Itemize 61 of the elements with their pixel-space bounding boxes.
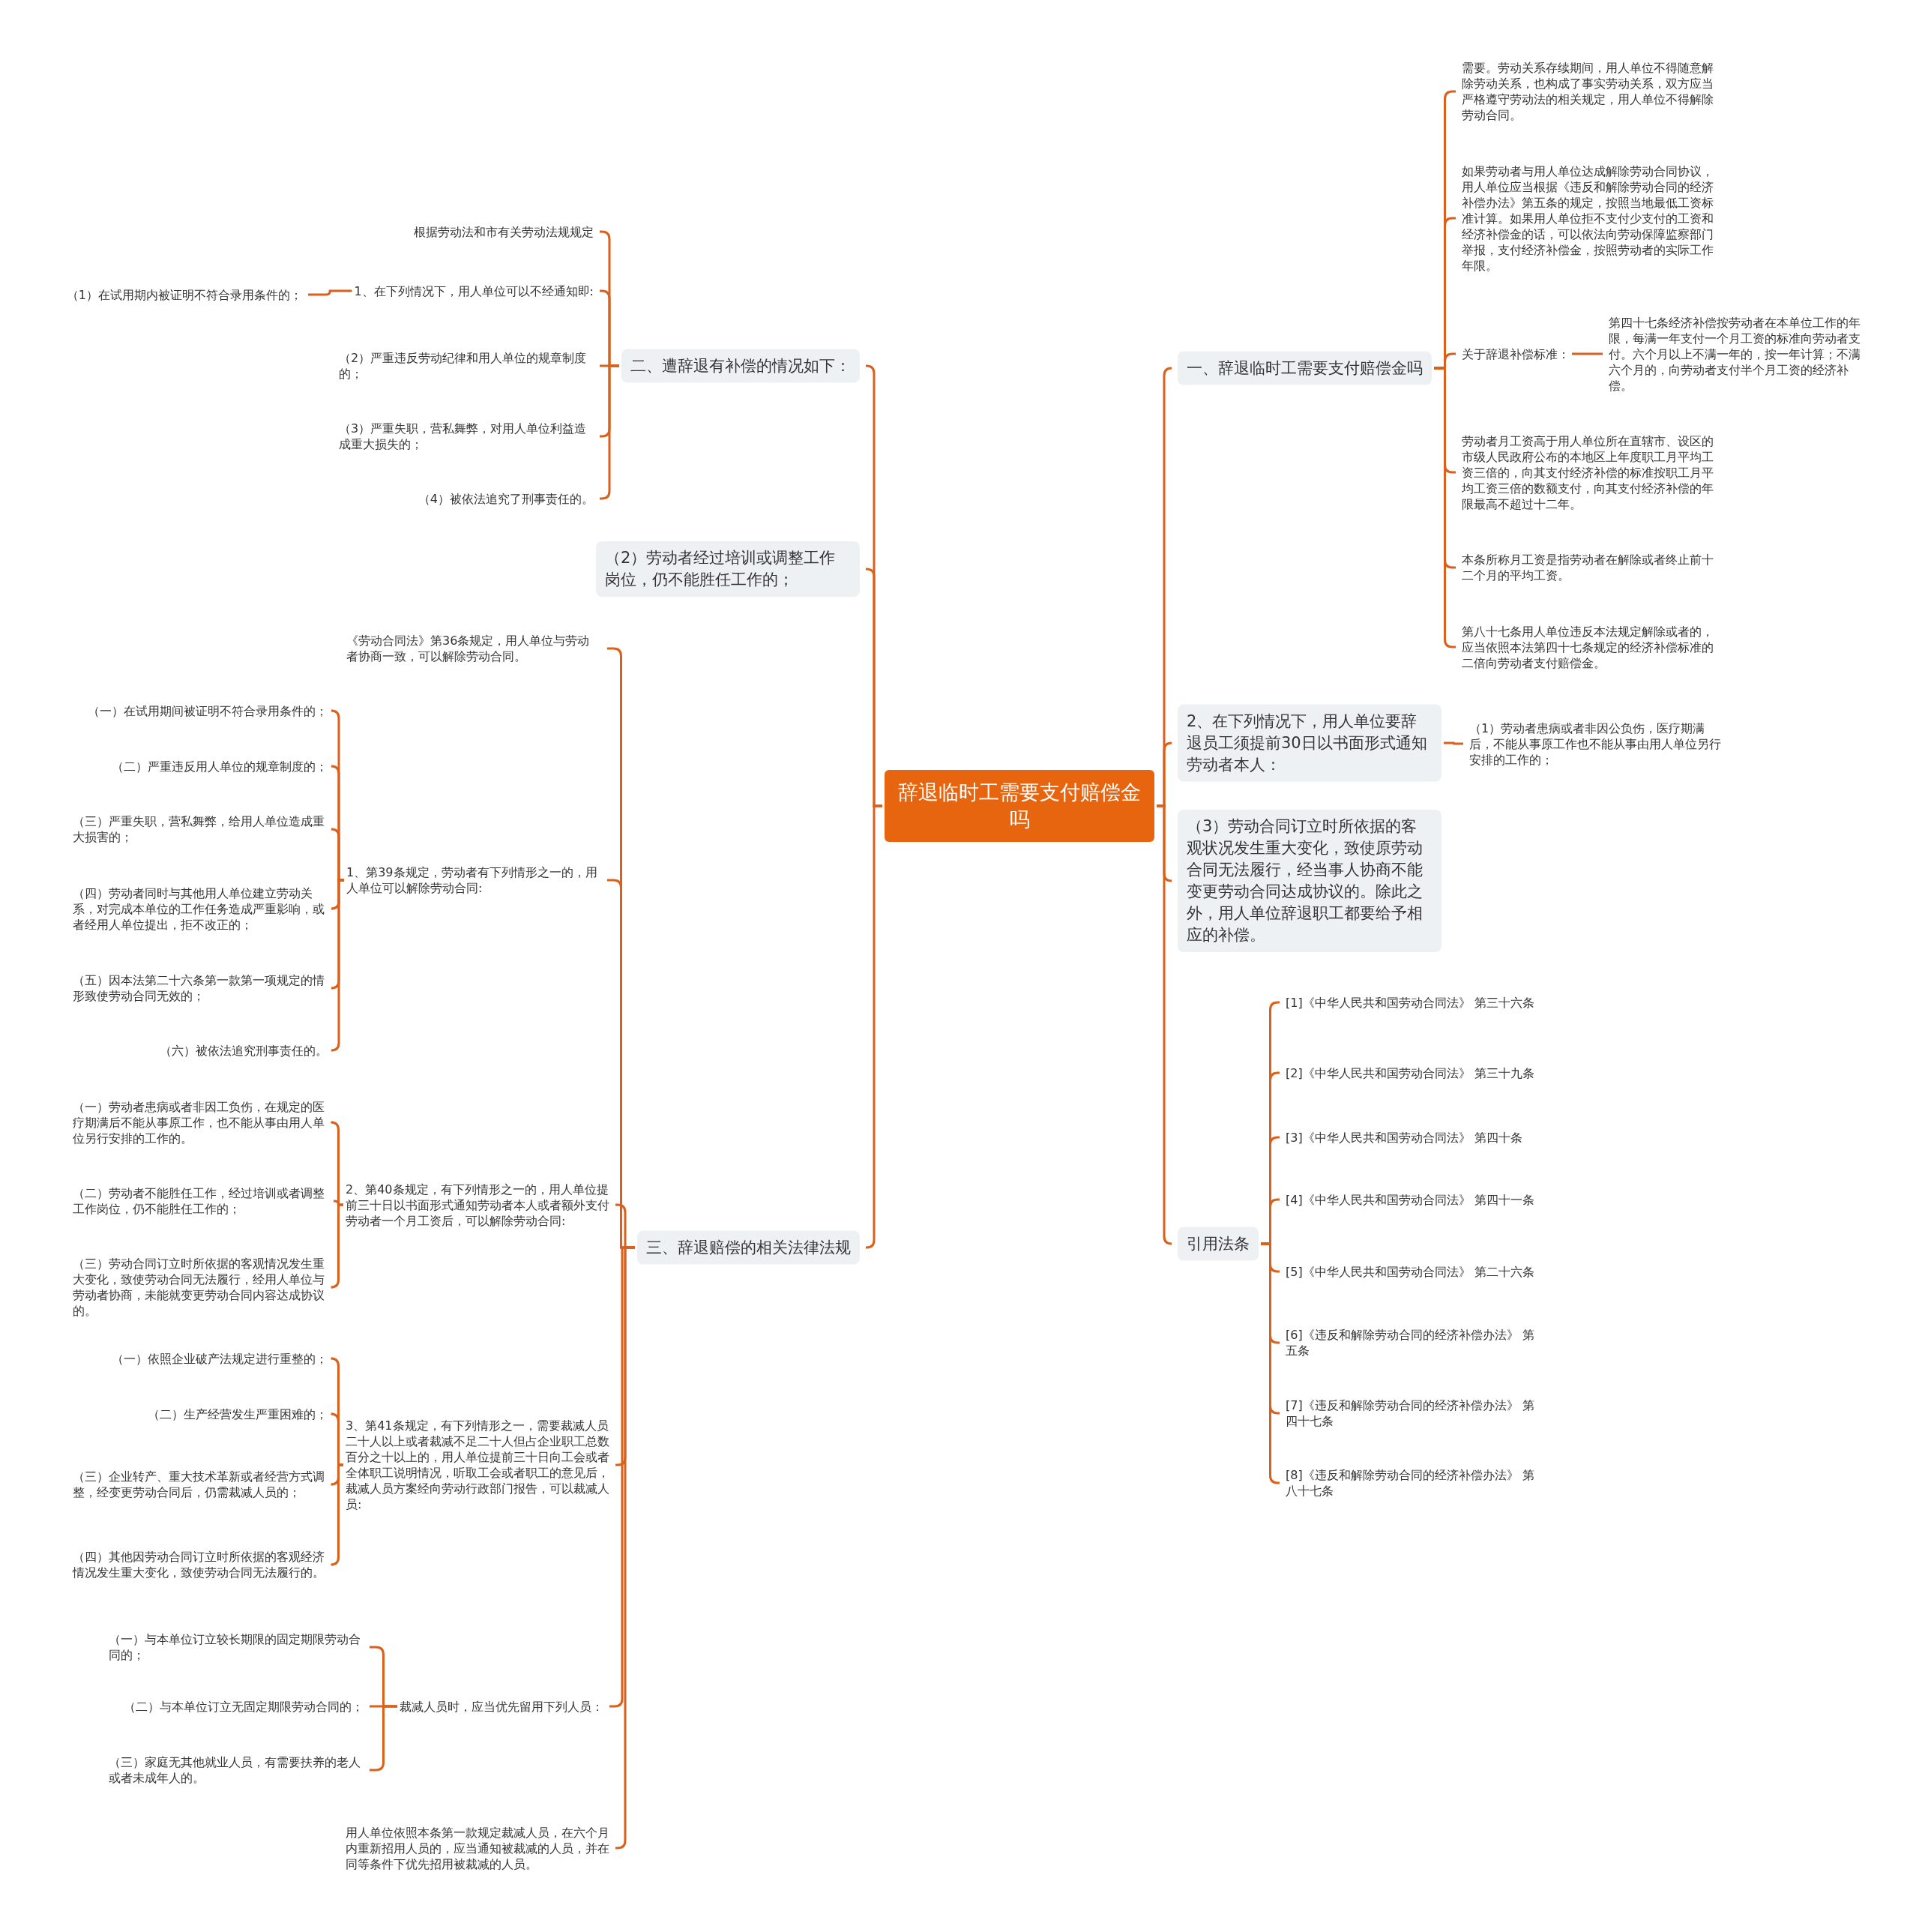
branch-line (1572, 352, 1603, 355)
topic-text: （四）其他因劳动合同订立时所依据的客观经济情况发生重大变化，致使劳动合同无法履行的。 (73, 1549, 328, 1580)
topic-text: （4）被依法追究了刑事责任的。 (418, 490, 594, 507)
topic-text: （四）劳动者同时与其他用人单位建立劳动关系，对完成本单位的工作任务造成严重影响，或者经用人单位提出，拒不改正的； (73, 885, 328, 933)
topic-text: （一）劳动者患病或者非因工负伤，在规定的医疗期满后不能从事原工作，也不能从事由用人单位另行安排的工作的。 (73, 1098, 328, 1146)
branch-line (330, 879, 344, 1052)
topic-text: （二）与本单位订立无固定期限劳动合同的； (124, 1698, 364, 1715)
topic-text: （三）家庭无其他就业人员，有需要扶养的老人或者未成年人的。 (109, 1754, 364, 1786)
topic-text: 3、第41条规定，有下列情形之一，需要裁减人员二十人以上或者裁减不足二十人但占企业职工总数百分之十以上的，用人单位提前三十日向工会或者全体职工说明情况，听取工会或者职工的意见后，裁减人员方案经向劳动行政部门报告，可以裁减人员: (346, 1418, 609, 1512)
topic-text: （一）与本单位订立较长期限的固定期限劳动合同的； (109, 1631, 364, 1663)
topic-text: 《劳动合同法》第36条规定，用人单位与劳动者协商一致，可以解除劳动合同。 (346, 633, 601, 664)
topic-text: 根据劳动法和市有关劳动法规规定 (414, 223, 594, 240)
topic-text: [7]《违反和解除劳动合同的经济补偿办法》 第四十七条 (1286, 1397, 1540, 1429)
topic-text: [4]《中华人民共和国劳动合同法》 第四十一条 (1286, 1191, 1534, 1208)
branch-line (1157, 804, 1173, 1245)
topic-text: [6]《违反和解除劳动合同的经济补偿办法》 第五条 (1286, 1327, 1540, 1358)
branch-line (1444, 741, 1463, 745)
topic-text: 2、第40条规定，有下列情形之一的，用人单位提前三十日以书面形式通知劳动者本人或者额外支付劳动者一个月工资后，可以解除劳动合同: (346, 1181, 609, 1229)
topic-text: （二）劳动者不能胜任工作，经过培训或者调整工作岗位，仍不能胜任工作的； (73, 1185, 328, 1217)
topic-text: （一）在试用期间被证明不符合录用条件的； (88, 702, 328, 719)
topic-text: 如果劳动者与用人单位达成解除劳动合同协议，用人单位应当根据《违反和解除劳动合同的经济补偿办法》第五条的规定，按照当地最低工资标准计算。如果用人单位拒不支付少支付的工资和经济补偿金的话，可以依法向劳动保障监察部门举报，支付经济补偿金，按照劳动者的实际工作年限。 (1462, 163, 1717, 274)
topic-text: 劳动者月工资高于用人单位所在直辖市、设区的市级人民政府公布的本地区上年度职工月平均工资三倍的，向其支付经济补偿的标准按职工月平均工资三倍的数额支付，向其支付经济补偿的年限最高不超过十二年。 (1462, 433, 1717, 512)
topic-text: 关于辞退补偿标准： (1462, 346, 1570, 362)
topic-text: （3）严重失职，营私舞弊，对用人单位利益造成重大损失的； (339, 421, 594, 452)
topic-text: [3]《中华人民共和国劳动合同法》 第四十条 (1286, 1129, 1522, 1146)
topic-text: 第四十七条经济补偿按劳动者在本单位工作的年限，每满一年支付一个月工资的标准向劳动者支付。六个月以上不满一年的，按一年计算；不满六个月的，向劳动者支付半个月工资的经济补偿。 (1609, 314, 1867, 394)
topic-box: （2）劳动者经过培训或调整工作岗位，仍不能胜任工作的； (596, 541, 860, 597)
topic-text: 需要。劳动关系存续期间，用人单位不得随意解除劳动关系，也构成了事实劳动关系，双方应当严格遵守劳动法的相关规定，用人单位不得解除劳动合同。 (1462, 60, 1717, 123)
topic-text: （一）依照企业破产法规定进行重整的； (112, 1350, 328, 1367)
branch-line (330, 1463, 343, 1566)
topic-text: [1]《中华人民共和国劳动合同法》 第三十六条 (1286, 994, 1534, 1011)
topic-text: （三）严重失职，营私舞弊，给用人单位造成重大损害的； (73, 813, 328, 845)
topic-text: [8]《违反和解除劳动合同的经济补偿办法》 第八十七条 (1286, 1467, 1540, 1499)
topic-box: 2、在下列情况下，用人单位要辞退员工须提前30日以书面形式通知劳动者本人： (1178, 704, 1441, 782)
topic-text: （2）严重违反劳动纪律和用人单位的规章制度的； (339, 350, 594, 382)
topic-box: （3）劳动合同订立时所依据的客观状况发生重大变化，致使原劳动合同无法履行，经当事人协商不能变更劳动合同达成协议的。除此之外，用人单位辞退职工都要给予相应的补偿。 (1178, 810, 1441, 952)
topic-text: （三）劳动合同订立时所依据的客观情况发生重大变化，致使劳动合同无法履行，经用人单位与劳动者协商，未能就变更劳动合同内容达成协议的。 (73, 1256, 328, 1319)
topic-text: （1）在试用期内被证明不符合录用条件的； (66, 286, 302, 303)
topic-box: 三、辞退赔偿的相关法律法规 (637, 1230, 860, 1265)
topic-text: 裁减人员时，应当优先留用下列人员： (400, 1698, 603, 1715)
topic-text: （二）严重违反用人单位的规章制度的； (112, 758, 328, 774)
topic-box: 引用法条 (1178, 1227, 1259, 1261)
topic-text: 1、在下列情况下，用人单位可以不经通知即: (354, 283, 594, 299)
topic-text: （五）因本法第二十六条第一款第一项规定的情形致使劳动合同无效的； (73, 972, 328, 1004)
topic-text: （1）劳动者患病或者非因公负伤，医疗期满后，不能从事原工作也不能从事由用人单位另行安排的工作的； (1469, 720, 1728, 768)
central-topic: 辞退临时工需要支付赔偿金吗 (885, 770, 1154, 842)
topic-text: （三）企业转产、重大技术革新或者经营方式调整，经变更劳动合同后，仍需裁减人员的； (73, 1469, 328, 1500)
topic-text: 用人单位依照本条第一款规定裁减人员，在六个月内重新招用人员的，应当通知被裁减的人员，并在同等条件下优先招用被裁减的人员。 (346, 1824, 609, 1872)
topic-text: [5]《中华人民共和国劳动合同法》 第二十六条 (1286, 1263, 1534, 1280)
topic-text: （二）生产经营发生严重困难的； (148, 1406, 328, 1422)
branch-line (330, 1203, 343, 1289)
topic-box: 二、遭辞退有补偿的情况如下： (621, 349, 860, 383)
topic-text: （六）被依法追究刑事责任的。 (160, 1042, 328, 1059)
branch-line (1261, 1242, 1280, 1484)
topic-text: 第八十七条用人单位违反本法规定解除或者的，应当依照本法第四十七条规定的经济补偿标准的二倍向劳动者支付赔偿金。 (1462, 623, 1717, 671)
topic-text: 本条所称月工资是指劳动者在解除或者终止前十二个月的平均工资。 (1462, 552, 1717, 583)
branch-line (865, 804, 882, 1249)
topic-text: 1、第39条规定，劳动者有下列情形之一的，用人单位可以解除劳动合同: (346, 864, 601, 896)
topic-text: [2]《中华人民共和国劳动合同法》 第三十九条 (1286, 1065, 1534, 1081)
topic-box: 一、辞退临时工需要支付赔偿金吗 (1178, 351, 1432, 385)
branch-line (308, 289, 352, 296)
